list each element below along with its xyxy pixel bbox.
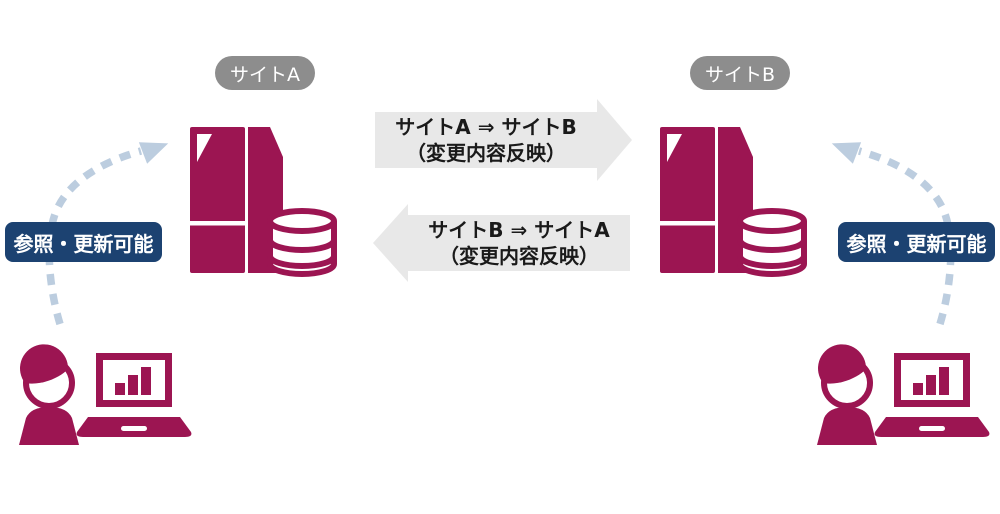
chart-bar-1	[115, 383, 125, 395]
server-corner-notch	[197, 134, 212, 162]
bar-chart-icon	[115, 367, 151, 395]
curved-dashed-arrow-left	[45, 142, 169, 326]
sync-arrow-b-to-a: サイトB ⇒ サイトA （変更内容反映）	[373, 204, 630, 282]
arrowhead-left	[138, 142, 169, 164]
sync-arrow-b-to-a-label: サイトB ⇒ サイトA （変更内容反映）	[408, 215, 630, 271]
database-ring-1	[737, 239, 807, 253]
access-badge-site-b: 参照・更新可能	[838, 222, 995, 262]
server-b-icon	[660, 127, 807, 277]
person-body	[19, 407, 79, 445]
database-ring-2	[267, 255, 337, 269]
database-top	[267, 208, 337, 234]
laptop-base-notch	[121, 426, 147, 431]
arrowhead-right	[831, 142, 862, 164]
user-a-icon	[19, 344, 192, 445]
database-cylinder-icon	[267, 208, 337, 277]
server-front-tower	[660, 127, 715, 273]
database-ring-2	[737, 255, 807, 269]
sync-a-to-b-line1: サイトA ⇒ サイトB	[395, 115, 577, 139]
site-a-label-pill: サイトA	[215, 56, 315, 90]
sync-arrow-a-to-b-label: サイトA ⇒ サイトB （変更内容反映）	[375, 112, 597, 168]
laptop-with-bar-chart-icon	[874, 353, 990, 437]
person-icon	[817, 344, 877, 445]
chart-bar-1	[913, 383, 923, 395]
laptop-with-bar-chart-icon	[76, 353, 192, 437]
laptop-base-notch	[919, 426, 945, 431]
server-a-icon	[190, 127, 337, 277]
sync-b-to-a-line1: サイトB ⇒ サイトA	[428, 218, 610, 242]
sync-b-to-a-line2: （変更内容反映）	[439, 244, 599, 268]
person-body	[817, 407, 877, 445]
site-b-label-pill: サイトB	[690, 56, 790, 90]
dashed-arc-left	[45, 147, 143, 326]
server-corner-notch	[667, 134, 682, 162]
access-badge-site-a: 参照・更新可能	[5, 222, 162, 262]
chart-bar-2	[926, 375, 936, 395]
sync-a-to-b-line2: （変更内容反映）	[406, 141, 566, 165]
person-hair	[818, 344, 867, 384]
arrow-head-left-icon	[373, 204, 408, 282]
chart-bar-3	[141, 367, 151, 395]
database-ring-1	[267, 239, 337, 253]
user-b-icon	[817, 344, 990, 445]
person-hair	[20, 344, 69, 384]
sync-arrow-a-to-b: サイトA ⇒ サイトB （変更内容反映）	[375, 99, 632, 181]
chart-bar-2	[128, 375, 138, 395]
database-top	[737, 208, 807, 234]
bar-chart-icon	[913, 367, 949, 395]
person-icon	[19, 344, 79, 445]
dashed-arc-right	[857, 147, 955, 326]
chart-bar-3	[939, 367, 949, 395]
curved-dashed-arrow-right	[831, 142, 955, 326]
arrow-head-right-icon	[597, 99, 632, 181]
database-cylinder-icon	[737, 208, 807, 277]
server-divider-line	[190, 221, 245, 226]
server-divider-line	[660, 221, 715, 226]
server-front-tower	[190, 127, 245, 273]
